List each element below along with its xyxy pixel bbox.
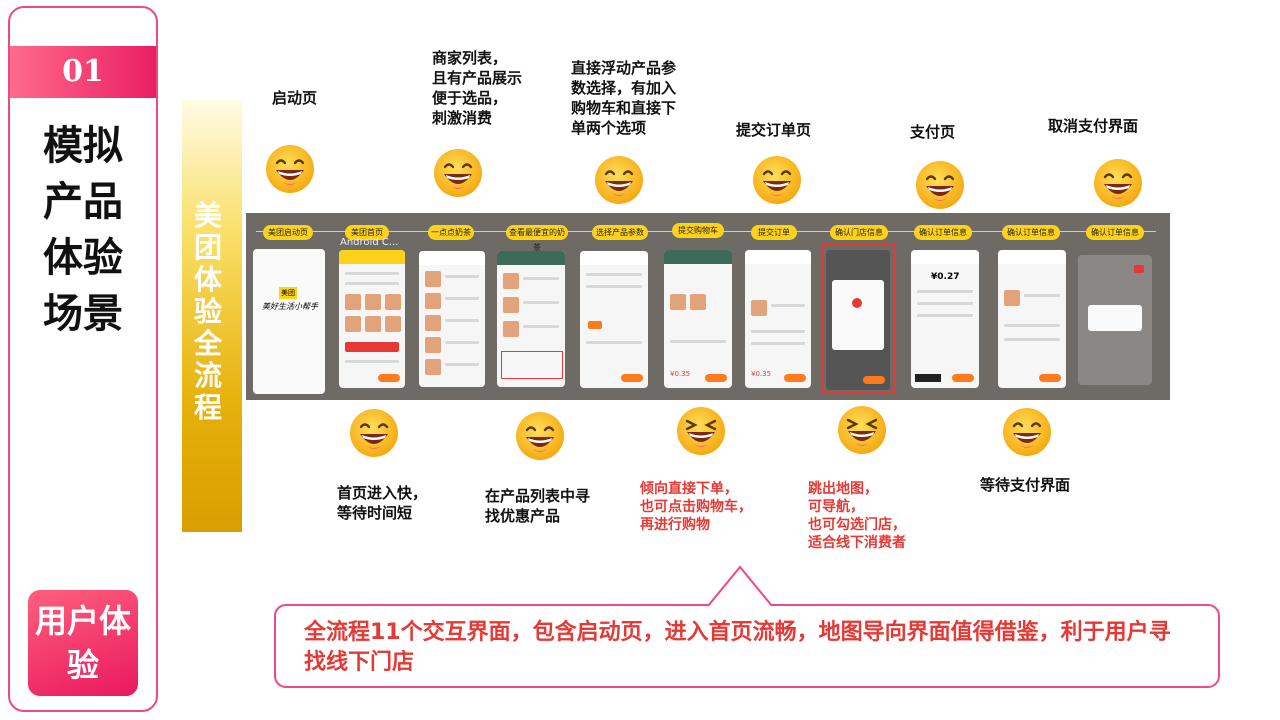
note-launch: 启动页 [272, 89, 318, 107]
step-label-10: 确认订单信息 [1002, 225, 1060, 240]
note-cancel: 取消支付界面 [1048, 117, 1139, 135]
note-order: 倾向直接下单， 也可点击购物车， 再进行购物 [640, 481, 752, 533]
laughing-face-icon [752, 155, 802, 205]
callout-pointer [708, 565, 772, 607]
note-submit: 提交订单页 [736, 121, 812, 139]
screen-cart: ¥0.35 [664, 250, 732, 388]
section-title: 模拟产品体验场景 [43, 122, 123, 337]
highlight-frame [822, 244, 896, 393]
note-float: 直接浮动产品参 数选择，有加入 购物车和直接下 单两个选项 [571, 59, 677, 137]
screen-merchant [419, 251, 485, 387]
screen-store-map [826, 250, 890, 390]
note-wait: 等待支付界面 [980, 476, 1071, 494]
step-label-9: 确认订单信息 [914, 225, 972, 240]
payment-price: ¥0.27 [931, 272, 960, 282]
step-label-8: 确认门店信息 [830, 225, 888, 240]
squinting-laughing-face-icon [837, 405, 887, 455]
screen-parameters [580, 251, 648, 388]
note-merchant: 商家列表， 且有产品展示 便于选品， 刺激消费 [432, 49, 523, 127]
note-home: 首页进入快， 等待时间短 [337, 484, 428, 522]
screen-launch: 美团 美好生活小帮手 [253, 249, 325, 394]
step-label-6: 提交购物车 [672, 223, 724, 238]
laughing-face-icon [1093, 158, 1143, 208]
laughing-face-icon [1002, 407, 1052, 457]
laughing-face-icon [265, 144, 315, 194]
launch-slogan: 美好生活小帮手 [262, 302, 318, 311]
step-label-3: 一点点奶茶 [428, 225, 474, 240]
note-list: 在产品列表中寻 找优惠产品 [485, 487, 591, 525]
flow-bar [182, 100, 242, 532]
screen-cancel-payment [1078, 255, 1152, 385]
step-label-1: 美团启动页 [263, 225, 313, 240]
laughing-face-icon [915, 160, 965, 210]
note-map: 跳出地图， 可导航， 也可勾选门店， 适合线下消费者 [808, 481, 906, 551]
screen-payment: ¥0.27 [911, 250, 979, 388]
android-caption: Android C... [340, 237, 399, 248]
note-pay: 支付页 [910, 123, 956, 141]
section-panel: 01 模拟产品体验场景 用户体验 [8, 6, 158, 712]
step-label-2: 美团首页 [345, 225, 389, 240]
screen-wait-payment [998, 250, 1066, 388]
meituan-logo: 美团 [279, 287, 297, 299]
laughing-face-icon [594, 155, 644, 205]
laughing-face-icon [349, 408, 399, 458]
summary-text: 全流程11个交互界面，包含启动页，进入首页流畅，地图导向界面值得借鉴，利于用户寻… [304, 620, 1171, 675]
squinting-laughing-face-icon [676, 406, 726, 456]
screen-home [339, 250, 405, 388]
screen-submit: ¥0.35 [745, 250, 811, 388]
cart-price: ¥0.35 [670, 370, 691, 378]
summary-callout: 全流程11个交互界面，包含启动页，进入首页流畅，地图导向界面值得借鉴，利于用户寻… [274, 604, 1220, 688]
user-experience-badge: 用户体验 [28, 590, 138, 696]
step-label-4: 查看最便宜的奶茶 [506, 225, 568, 252]
section-number: 01 [10, 46, 156, 98]
screen-product-list [497, 251, 565, 387]
flow-title: 美团体验全流程 [193, 199, 222, 424]
step-label-7: 提交订单 [751, 225, 797, 240]
step-label-5: 选择产品参数 [592, 225, 648, 240]
laughing-face-icon [433, 148, 483, 198]
laughing-face-icon [515, 411, 565, 461]
step-label-11: 确认订单信息 [1086, 225, 1144, 240]
submit-price: ¥0.35 [751, 370, 772, 378]
